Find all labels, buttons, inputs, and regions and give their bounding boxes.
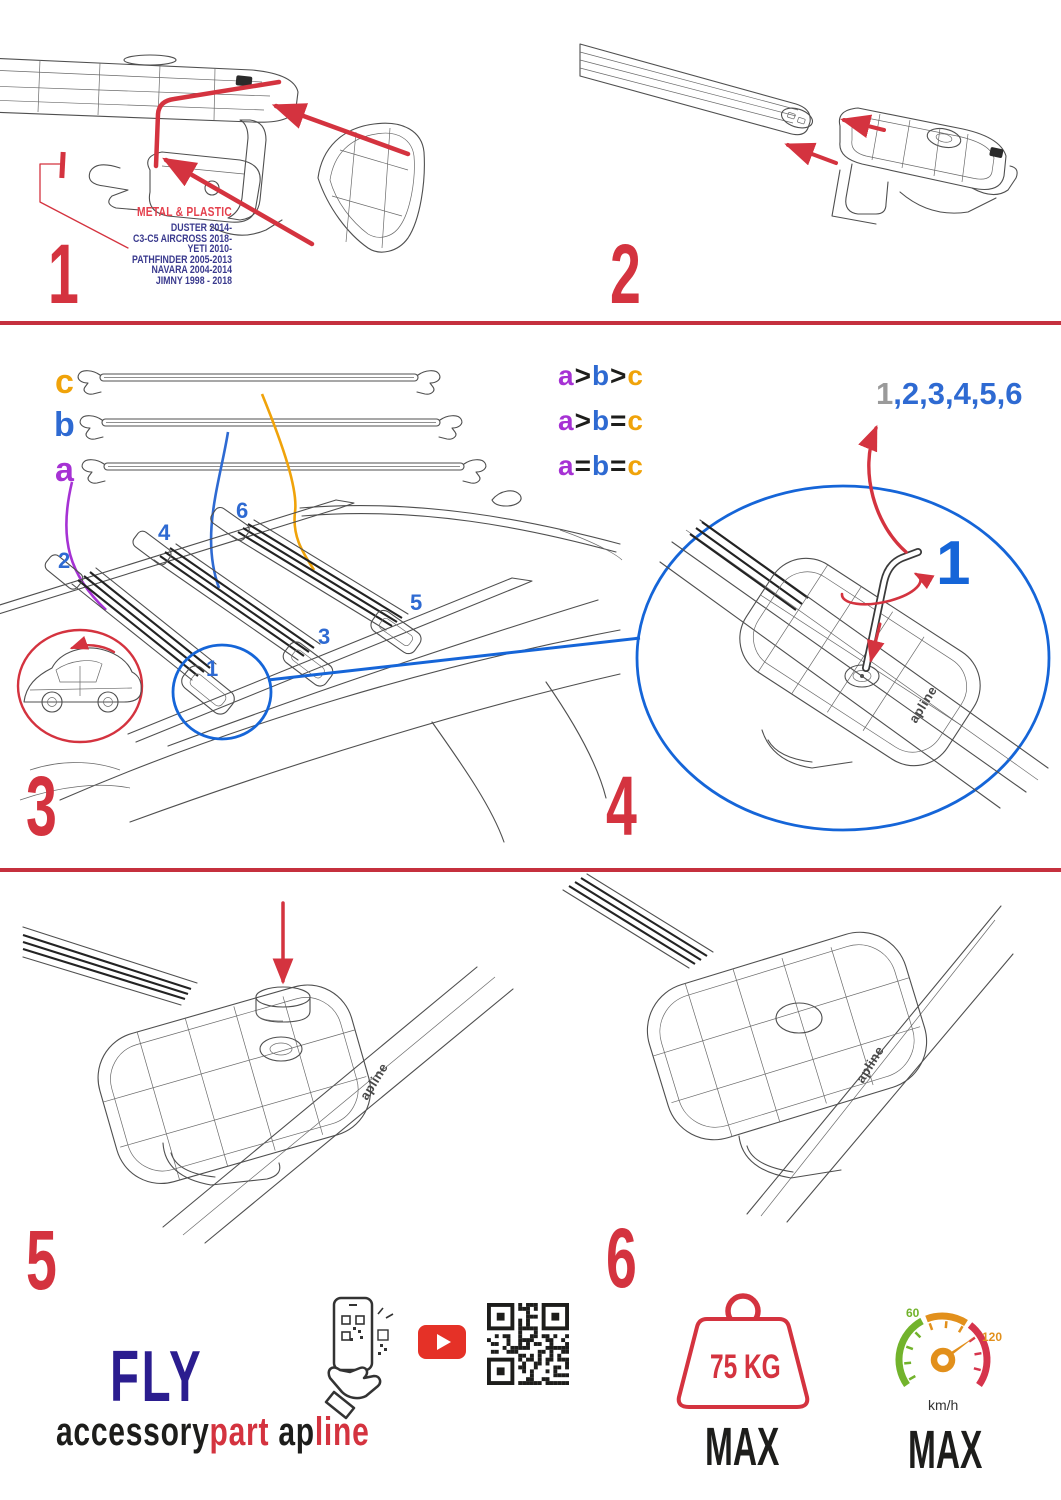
comparison-line: a>b>c: [558, 360, 644, 391]
position-number-4: 4: [158, 520, 171, 545]
weight-max-label: MAX: [705, 1416, 779, 1477]
apline-logo-text: apline: [853, 1043, 887, 1085]
cap-knob: [255, 986, 311, 1023]
car-roof-drawing: 2 4 6 1 3 5: [0, 490, 641, 843]
step6-drawing: apline: [562, 873, 1014, 1223]
speed-low-label: 60: [906, 1306, 920, 1320]
bar-label-b: b: [54, 406, 75, 444]
weight-value: 75 KG: [710, 1348, 781, 1386]
speed-high-label: 120: [982, 1330, 1002, 1344]
speed-unit-label: km/h: [928, 1397, 958, 1413]
car-direction-inset: [16, 628, 144, 744]
qr-modules: [487, 1303, 569, 1385]
crossbar-b-row: b: [54, 406, 463, 444]
material-label: METAL & PLASTIC: [137, 205, 232, 219]
callout-number: 1: [936, 529, 970, 598]
bar-drawing: [579, 43, 814, 136]
step3-4-drawing: c b a: [0, 363, 1051, 843]
speedometer-icon: 60 120 km/h MAX: [895, 1306, 1002, 1480]
speed-max-label: MAX: [908, 1419, 982, 1480]
tighten-detail: apline 1 1,2,3,4,5,6: [635, 376, 1051, 832]
position-number-6: 6: [236, 498, 248, 523]
model-item: NAVARA 2004-2014: [151, 264, 232, 277]
insert-arrows: [784, 114, 886, 166]
divider-top: [0, 321, 1061, 325]
step-number-5: 5: [26, 1213, 57, 1307]
comparison-line: a>b=c: [558, 405, 644, 436]
brand-accessory: accessory: [56, 1410, 210, 1454]
position-number-2: 2: [58, 548, 70, 573]
comparison-line: a=b=c: [558, 450, 644, 481]
position-number-5: 5: [410, 590, 422, 615]
divider-bottom: [0, 868, 1061, 872]
crossbar-c-row: c: [55, 363, 441, 401]
step-number-3: 3: [26, 759, 57, 853]
detail-leader-line: [267, 636, 641, 682]
model-item: PATHFINDER 2005-2013: [132, 253, 232, 266]
foot-drawing: [831, 107, 1018, 225]
locating-curves: [65, 393, 316, 611]
bar-label-a: a: [55, 451, 75, 489]
model-item: JIMNY 1998 - 2018: [155, 274, 232, 287]
model-item: C3-C5 AIRCROSS 2018-: [133, 232, 232, 245]
position-number-1: 1: [206, 656, 218, 681]
youtube-icon: [418, 1325, 466, 1359]
rotate-arrow: [840, 572, 935, 606]
apline-logo-text: apline: [357, 1060, 391, 1102]
step-number-4: 4: [606, 759, 637, 853]
brand-part: part: [209, 1410, 270, 1454]
detail-circle: [171, 643, 273, 741]
foot-body: [97, 984, 372, 1185]
model-item: YETI 2010-: [187, 243, 232, 256]
apline-badge: [989, 147, 1004, 158]
compatibility-block: METAL & PLASTIC DUSTER 2014- C3-C5 AIRCR…: [30, 205, 232, 287]
model-item: DUSTER 2014-: [170, 222, 232, 234]
weight-max-icon: 75 KG MAX: [676, 1293, 810, 1477]
step-number-2: 2: [610, 227, 641, 321]
apline-badge: [235, 75, 253, 87]
crossbar-a-row: a: [55, 451, 487, 489]
plastic-cover-drawing: [317, 122, 425, 253]
sequence-text: 1,2,3,4,5,6: [876, 376, 1023, 411]
position-number-3: 3: [318, 624, 330, 649]
hand-scan-icon: [324, 1296, 394, 1420]
step1-drawing: [0, 54, 425, 253]
assembly-arrows: [39, 79, 411, 249]
step-number-6: 6: [606, 1211, 637, 1305]
bar-label-c: c: [55, 363, 74, 401]
fly-logo: FLY: [110, 1337, 204, 1417]
brand-wordmark: accessorypart apline: [56, 1410, 370, 1455]
step-number-1: 1: [48, 227, 79, 321]
foot-body: [646, 931, 928, 1141]
sequence-arrow: [858, 424, 908, 554]
brand-line: line: [314, 1410, 370, 1454]
qr-code: [487, 1303, 569, 1385]
step2-drawing: [579, 43, 1018, 225]
step5-drawing: apline: [22, 901, 514, 1244]
brand-ap: ap: [278, 1410, 315, 1454]
